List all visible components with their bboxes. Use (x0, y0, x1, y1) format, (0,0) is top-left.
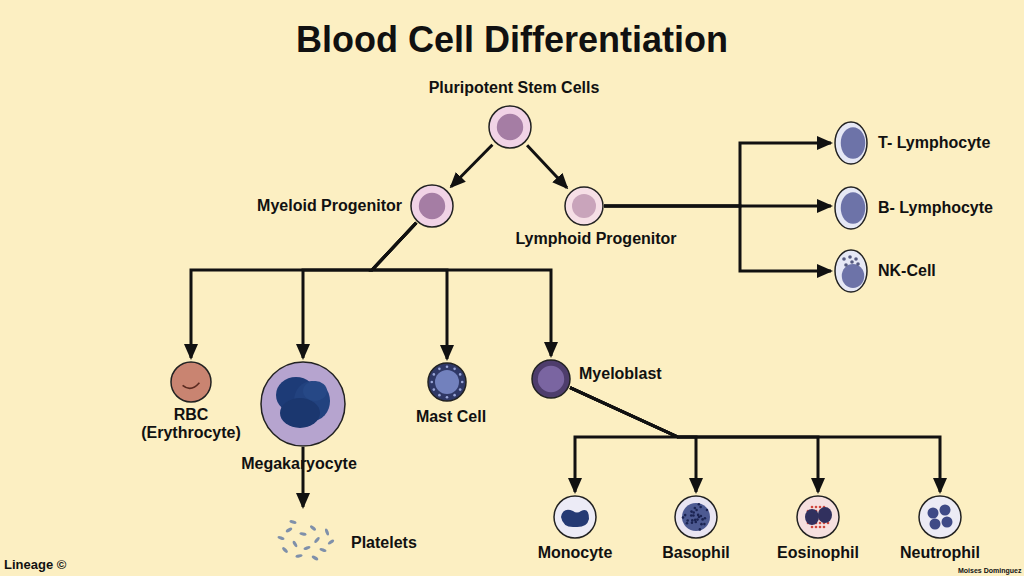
cell-label: Megakaryocyte (241, 455, 357, 473)
cell-illustration (531, 359, 571, 399)
cell-illustration (834, 121, 868, 165)
cell-label: Myeloblast (579, 365, 662, 383)
author-credit: Moises Dominguez (958, 567, 1021, 574)
platelet-cluster: Platelets (273, 510, 337, 570)
cell-illustration (564, 186, 604, 226)
cell-label: Lymphoid Progenitor (515, 230, 676, 248)
cell-label: RBC (Erythrocyte) (131, 406, 251, 443)
mast-cell: Mast Cell (427, 362, 467, 402)
cell-illustration (488, 105, 532, 149)
myeloblast-cell: Myeloblast (531, 359, 571, 399)
lymphocyte-cell: T- Lymphocyte (834, 121, 868, 165)
cell-illustration (260, 361, 346, 447)
nk-cell: NK-Cell (834, 249, 868, 293)
lineage-arrow (191, 223, 416, 358)
cell-illustration (674, 495, 718, 539)
lineage-arrow (372, 223, 447, 359)
lineage-arrow (451, 145, 492, 187)
eosinophil-cell: Eosinophil (796, 495, 840, 539)
cell-label: Monocyte (538, 544, 613, 562)
neutrophil-cell: Neutrophil (918, 495, 962, 539)
cell-illustration (410, 184, 454, 228)
cell-label: Eosinophil (777, 544, 859, 562)
cell-illustration (918, 495, 962, 539)
cell-illustration (834, 186, 868, 230)
cell-label: T- Lymphocyte (878, 134, 990, 152)
lymphocyte-cell: B- Lymphocyte (834, 186, 868, 230)
cell-label: Pluripotent Stem Cells (429, 79, 600, 97)
lineage-arrow (570, 388, 940, 492)
cell-label: Platelets (351, 534, 417, 552)
lineage-arrow (570, 388, 696, 492)
monocyte-cell: Monocyte (553, 495, 597, 539)
cell-illustration (796, 495, 840, 539)
progenitor-cell: Myeloid Progenitor (410, 184, 454, 228)
cell-label: Neutrophil (900, 544, 980, 562)
lineage-arrow (570, 388, 678, 492)
cell-label: B- Lymphocyte (878, 199, 993, 217)
cell-illustration (553, 495, 597, 539)
cell-illustration (427, 362, 467, 402)
megakaryocyte-cell: Megakaryocyte (260, 361, 346, 447)
copyright-mark: Lineage © (4, 557, 66, 572)
cell-label: NK-Cell (878, 262, 936, 280)
cell-illustration (273, 510, 337, 570)
cell-label: Mast Cell (416, 408, 486, 426)
cell-label: Myeloid Progenitor (257, 197, 402, 215)
cell-label: Basophil (662, 544, 730, 562)
cell-illustration (834, 249, 868, 293)
lineage-arrow (604, 143, 831, 206)
diagram-title: Blood Cell Differentiation (0, 20, 1024, 60)
erythrocyte-cell: RBC (Erythrocyte) (170, 361, 212, 403)
lineage-arrow (527, 145, 567, 188)
basophil-cell: Basophil (674, 495, 718, 539)
cell-illustration (170, 361, 212, 403)
stem-cell: Pluripotent Stem Cells (488, 105, 532, 149)
progenitor-cell: Lymphoid Progenitor (564, 186, 604, 226)
